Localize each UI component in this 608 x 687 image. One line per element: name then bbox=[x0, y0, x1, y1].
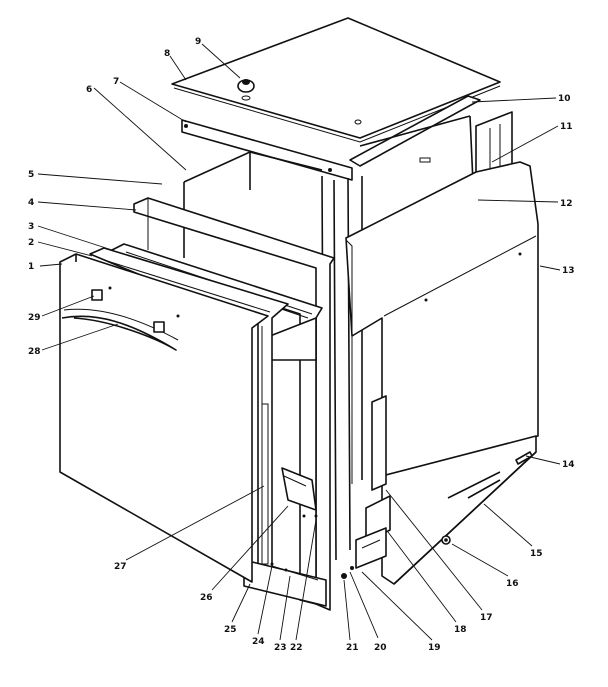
callout-29: 29 bbox=[28, 313, 41, 323]
callout-14: 14 bbox=[562, 460, 575, 470]
callout-6: 6 bbox=[86, 85, 92, 95]
callout-17: 17 bbox=[480, 613, 493, 623]
callout-5: 5 bbox=[28, 170, 34, 180]
door-gasket-frame bbox=[133, 197, 335, 611]
callout-11: 11 bbox=[560, 122, 573, 132]
lower-door-trim bbox=[243, 403, 354, 607]
callout-26: 26 bbox=[200, 593, 213, 603]
callout-8: 8 bbox=[164, 49, 170, 59]
callout-28: 28 bbox=[28, 347, 41, 357]
callout-25: 25 bbox=[224, 625, 237, 635]
callout-12: 12 bbox=[560, 199, 573, 209]
right-side-panel bbox=[345, 161, 539, 484]
callout-4: 4 bbox=[28, 198, 34, 208]
callout-19: 19 bbox=[428, 643, 441, 653]
callout-18: 18 bbox=[454, 625, 467, 635]
callout-13: 13 bbox=[562, 266, 575, 276]
callout-2: 2 bbox=[28, 238, 34, 248]
callout-labels: 1 2 3 4 5 6 7 8 9 10 11 12 13 14 15 16 1… bbox=[28, 37, 575, 653]
leader-lines bbox=[37, 43, 561, 641]
outer-door-panel bbox=[59, 253, 269, 583]
callout-27: 27 bbox=[114, 562, 127, 572]
callout-20: 20 bbox=[374, 643, 387, 653]
callout-16: 16 bbox=[506, 579, 519, 589]
callout-21: 21 bbox=[346, 643, 359, 653]
top-panel bbox=[171, 17, 501, 143]
callout-10: 10 bbox=[558, 94, 571, 104]
callout-15: 15 bbox=[530, 549, 543, 559]
top-front-rail bbox=[181, 119, 353, 181]
inner-door-panel bbox=[107, 243, 323, 605]
callout-24: 24 bbox=[252, 637, 265, 647]
callout-9: 9 bbox=[195, 37, 201, 47]
callout-1: 1 bbox=[28, 262, 34, 272]
kick-plate bbox=[381, 435, 537, 585]
callout-7: 7 bbox=[113, 77, 119, 87]
right-side-brackets bbox=[355, 395, 391, 569]
callout-3: 3 bbox=[28, 222, 34, 232]
callout-23: 23 bbox=[274, 643, 287, 653]
callout-22: 22 bbox=[290, 643, 303, 653]
